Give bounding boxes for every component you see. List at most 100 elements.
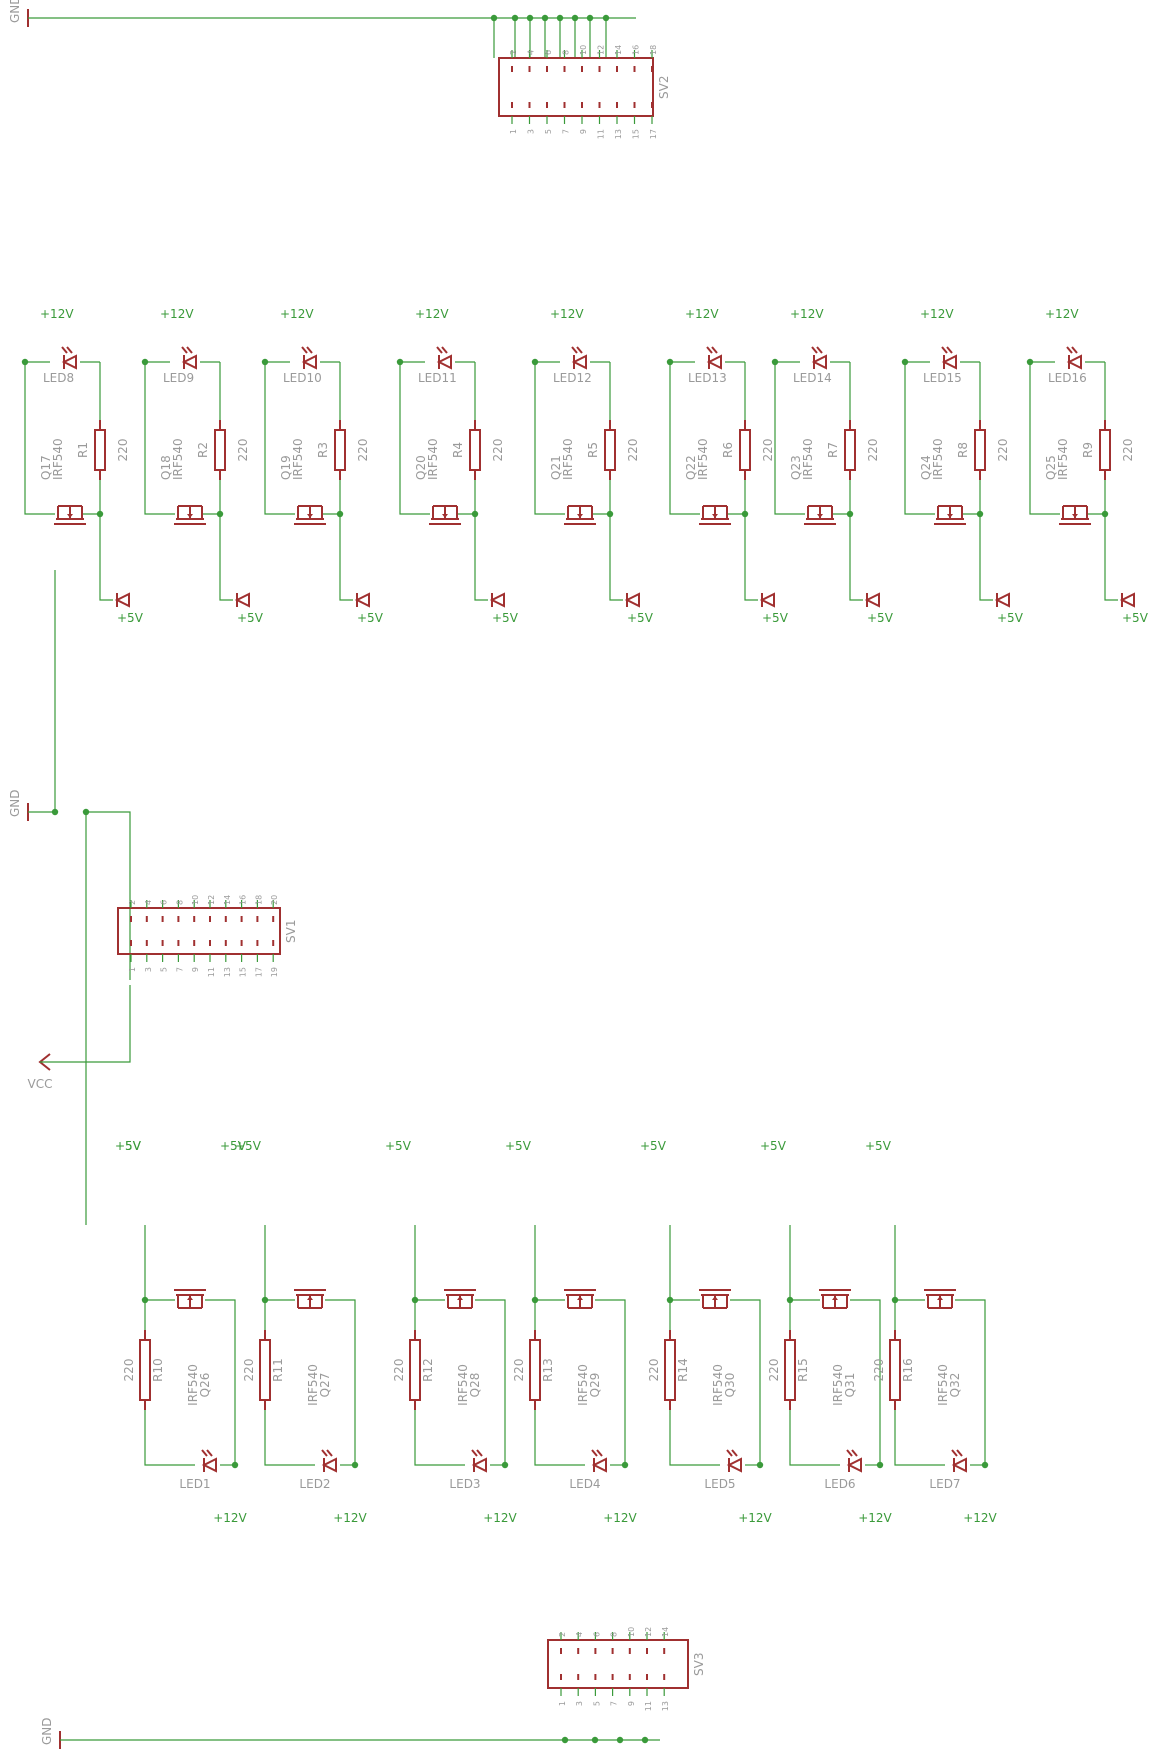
channel-top-3 [261,346,370,608]
connector-pin-top: 6 [544,50,553,55]
connector-pin-top: 14 [661,1627,670,1637]
supply-5v-label: +5V [627,611,654,625]
junction-dot [616,1736,624,1744]
mosfet-label: Q26 [198,1373,212,1398]
led-symbol [301,346,317,370]
channel-top-5 [531,346,640,608]
channel-top-1 [21,346,130,608]
mosfet-value: IRF540 [171,438,185,480]
mosfet-value: IRF540 [711,1364,725,1406]
connector-name: SV1 [284,920,298,943]
connector-pin-bottom: 15 [239,967,248,977]
connector-pin-top: 6 [592,1632,601,1637]
resistor-value: 220 [872,1359,886,1382]
mosfet-label: Q21 [549,455,563,480]
resistor-symbol [974,420,986,480]
supply-12v-label: +12V [160,307,194,321]
connector-pin-top: 14 [614,45,623,55]
junction-dot [641,1736,649,1744]
resistor-value: 220 [761,439,775,462]
resistor-symbol [334,420,346,480]
resistor-value: 220 [356,439,370,462]
resistor-symbol [529,1330,541,1410]
resistor-label: R3 [316,442,330,458]
led-label: LED1 [179,1477,210,1491]
resistor-value: 220 [996,439,1010,462]
resistor-symbol [784,1330,796,1410]
connector-pin-bottom: 9 [191,967,200,972]
connector-pin-bottom: 13 [661,1701,670,1711]
channel-bottom-4 [529,1225,629,1473]
led-symbol [436,346,452,370]
resistor-value: 220 [491,439,505,462]
mosfet-value: IRF540 [291,438,305,480]
mosfet-label: Q31 [843,1373,857,1398]
mosfet-symbol [804,505,836,525]
diode-symbol [114,592,130,608]
led-label: LED5 [704,1477,735,1491]
mosfet-symbol [564,1289,596,1309]
supply-12v-label: +12V [963,1511,997,1525]
supply-5v-label: +5V [505,1139,532,1153]
led-symbol [321,1449,337,1473]
connector-pin-top: 8 [562,50,571,55]
led-label: LED13 [688,371,727,385]
mosfet-symbol [564,505,596,525]
resistor-symbol [214,420,226,480]
junction-dot [561,1736,569,1744]
led-symbol [201,1449,217,1473]
mosfet-symbol [174,505,206,525]
connector-pin-top: 2 [558,1632,567,1637]
connector-pin-bottom: 15 [632,129,641,139]
led-label: LED10 [283,371,322,385]
connector-pin-top: 12 [597,45,606,55]
mosfet-symbol [444,1289,476,1309]
mosfet-label: Q27 [318,1373,332,1398]
led-symbol [571,346,587,370]
resistor-symbol [844,420,856,480]
led-label: LED8 [43,371,74,385]
supply-5v-label: +5V [357,611,384,625]
connector-pin-top: 20 [270,895,279,905]
resistor-label: R10 [151,1358,165,1382]
led-label: LED6 [824,1477,855,1491]
led-symbol [706,346,722,370]
connector-pin-bottom: 13 [614,129,623,139]
connector-pin-bottom: 13 [223,967,232,977]
connector-pin-top: 12 [644,1627,653,1637]
connector-pin-bottom: 3 [144,967,153,972]
mosfet-symbol [699,1289,731,1309]
mosfet-symbol [924,1289,956,1309]
connector-pin-bottom: 9 [579,129,588,134]
connector-pin-top: 10 [579,45,588,55]
supply-12v-label: +12V [738,1511,772,1525]
connector-pin-bottom: 1 [509,129,518,134]
connector-pin-top: 8 [175,900,184,905]
led-symbol [726,1449,742,1473]
connector-pin-bottom: 7 [175,967,184,972]
mosfet-label: Q19 [279,455,293,480]
led-symbol [471,1449,487,1473]
junction-dot [51,808,59,816]
gnd-label: GND [8,0,22,23]
supply-5v-label: +5V [117,611,144,625]
led-label: LED11 [418,371,457,385]
connector-sv3 [547,1632,689,1696]
supply-12v-label: +12V [603,1511,637,1525]
resistor-value: 220 [242,1359,256,1382]
supply-12v-label: +12V [415,307,449,321]
channel-bottom-3 [409,1225,509,1473]
resistor-value: 220 [767,1359,781,1382]
supply-5v-label: +5V [762,611,789,625]
connector-pin-bottom: 1 [558,1701,567,1706]
resistor-label: R8 [956,442,970,458]
mosfet-symbol [934,505,966,525]
resistor-label: R16 [901,1358,915,1382]
supply-5v-label: +5V [865,1139,892,1153]
resistor-value: 220 [236,439,250,462]
supply-5v-label: +5V [237,611,264,625]
mosfet-value: IRF540 [1056,438,1070,480]
connector-pin-bottom: 3 [527,129,536,134]
